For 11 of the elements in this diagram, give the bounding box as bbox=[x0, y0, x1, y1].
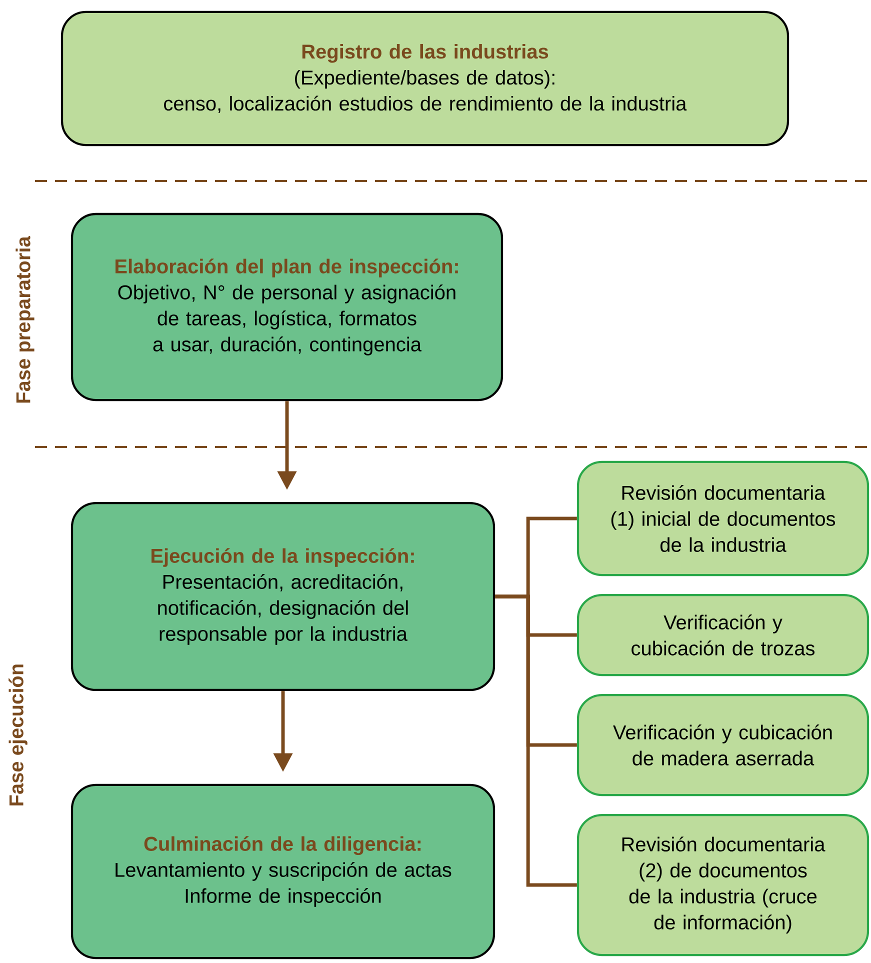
process-box: Culminación de la diligencia: Levantamiento y suscripción de actas Informe de inspección bbox=[70, 784, 496, 960]
phase-label: Fase ejecución bbox=[8, 664, 28, 806]
phase-label: Fase preparatoria bbox=[16, 236, 34, 403]
task-box: Revisión documentaria (2) de documentos de la industria (cruce de información) bbox=[576, 814, 870, 956]
task-box: Revisión documentaria (1) inicial de documentos de la industria bbox=[576, 460, 870, 576]
process-box: Ejecución de la inspección: Presentación, acreditación, notificación, designación del responsable por la industria bbox=[70, 502, 496, 692]
process-box: Registro de las industrias (Expediente/bases de datos): censo, localización estudios de rendimiento de la industria bbox=[60, 10, 790, 146]
task-box: Verificación y cubicación de madera aserrada bbox=[576, 694, 870, 796]
connector-line bbox=[495, 594, 577, 887]
task-box: Verificación y cubicación de trozas bbox=[576, 594, 870, 676]
process-box: Elaboración del plan de inspección: Objetivo, N° de personal y asignación de tareas, logística, formatos a usar, duración, contingencia bbox=[70, 212, 504, 402]
